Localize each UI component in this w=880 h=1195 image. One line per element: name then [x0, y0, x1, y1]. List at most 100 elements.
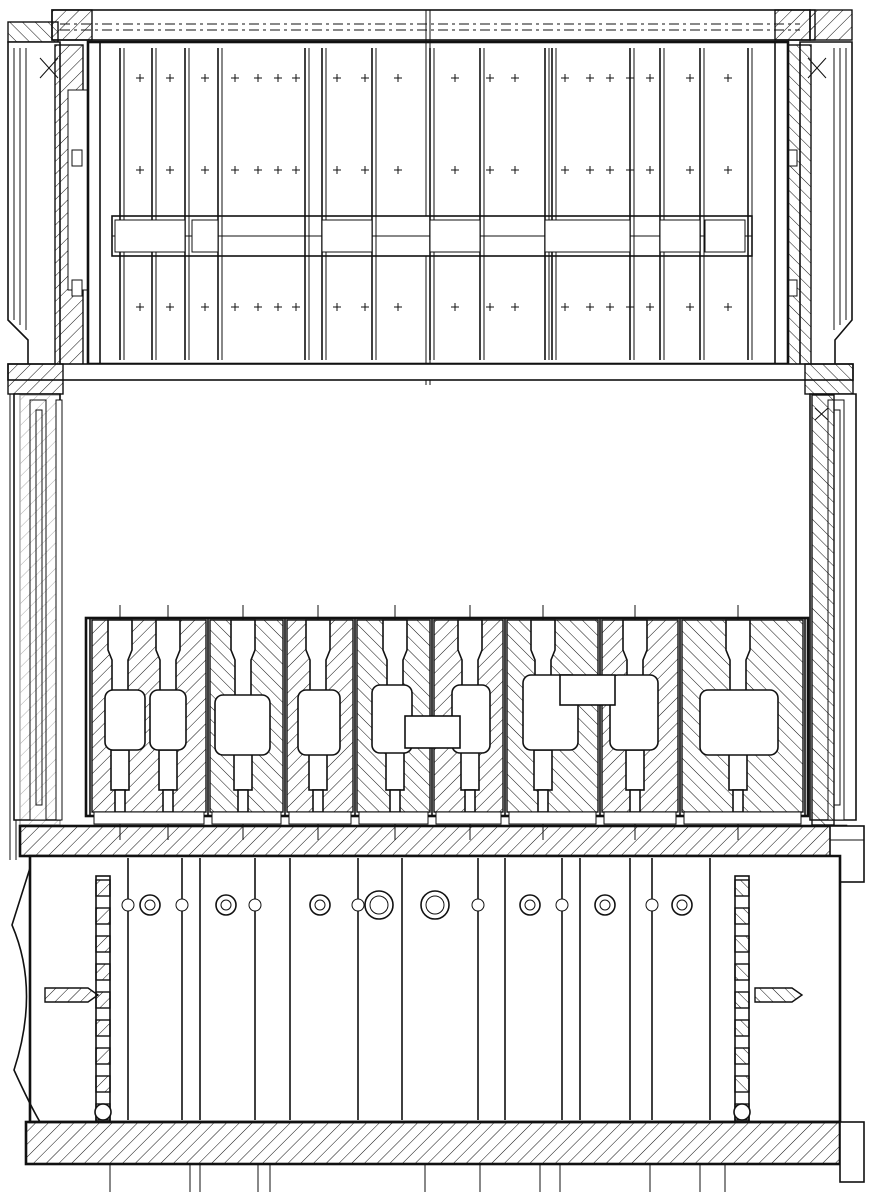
cross-mark	[166, 166, 174, 174]
upper-cross-marks	[136, 74, 732, 311]
cross-mark	[586, 303, 594, 311]
column-notch	[645, 898, 659, 912]
tie-block	[734, 1019, 750, 1037]
channel-foot	[158, 749, 178, 791]
cross-mark	[561, 74, 569, 82]
cross-mark	[586, 166, 594, 174]
cross-mark	[686, 74, 694, 82]
cross-mark	[333, 166, 341, 174]
channel-tip	[537, 789, 549, 813]
cavity-link	[404, 715, 461, 749]
cavity-base-pad	[358, 811, 429, 825]
mid-bar-segment	[659, 219, 701, 253]
cross-mark	[486, 166, 494, 174]
cross-mark	[626, 166, 634, 174]
channel-tip	[629, 789, 641, 813]
bottom-plate	[24, 1120, 865, 1192]
cross-mark	[586, 74, 594, 82]
cross-mark	[254, 166, 262, 174]
ring-inner	[314, 899, 326, 911]
cross-mark	[361, 166, 369, 174]
channel-foot	[625, 749, 645, 791]
channel-neck	[155, 619, 181, 701]
channel-tip	[114, 789, 126, 813]
cross-mark	[686, 303, 694, 311]
mid-bar-segment	[321, 219, 373, 253]
cross-mark	[394, 166, 402, 174]
tie-block	[734, 935, 750, 953]
column-notch	[351, 898, 365, 912]
corner-radius	[733, 1103, 751, 1121]
cavity-link	[559, 674, 616, 706]
tie-block	[95, 1047, 111, 1065]
tie-block	[95, 963, 111, 981]
cavity-base-pad	[508, 811, 597, 825]
tie-block	[95, 907, 111, 925]
cross-mark	[333, 303, 341, 311]
cavity-base-pad	[683, 811, 802, 825]
left-side-rail	[13, 393, 63, 826]
channel-foot	[533, 749, 553, 791]
left-outer-wall	[7, 41, 101, 376]
mid-bar-segment	[191, 219, 219, 253]
cavity-pocket	[149, 689, 187, 751]
mid-bar-segment	[114, 219, 186, 253]
cross-mark	[166, 303, 174, 311]
column-notch	[471, 898, 485, 912]
cross-mark	[626, 303, 634, 311]
channel-tip	[162, 789, 174, 813]
cross-mark	[511, 303, 519, 311]
channel-foot	[728, 749, 748, 791]
cross-mark	[606, 303, 614, 311]
channel-neck	[305, 619, 331, 701]
cavity-base-pad	[93, 811, 205, 825]
cavity-base-pad	[288, 811, 352, 825]
cross-mark	[724, 74, 732, 82]
tie-block	[95, 1075, 111, 1093]
channel-neck	[230, 619, 256, 701]
cross-mark	[201, 303, 209, 311]
channel-tip	[464, 789, 476, 813]
cross-mark	[646, 303, 654, 311]
bottom-tick-marks	[109, 1164, 726, 1192]
cross-mark	[451, 166, 459, 174]
cross-mark	[292, 303, 300, 311]
cross-mark	[486, 74, 494, 82]
tie-block	[734, 991, 750, 1009]
cross-mark	[394, 74, 402, 82]
cavity-base-pad	[603, 811, 677, 825]
cross-mark	[333, 74, 341, 82]
mid-bar-segment	[704, 219, 746, 253]
tie-block	[734, 1047, 750, 1065]
cross-mark	[561, 303, 569, 311]
channel-foot	[460, 749, 480, 791]
cross-mark	[166, 74, 174, 82]
cross-mark	[201, 74, 209, 82]
tie-block	[734, 879, 750, 897]
channel-foot	[385, 749, 405, 791]
cross-mark	[511, 74, 519, 82]
ring-inner	[425, 895, 445, 915]
right-outer-wall	[782, 41, 853, 376]
cross-mark	[231, 303, 239, 311]
cavity-row	[89, 605, 806, 840]
tie-block	[734, 963, 750, 981]
cross-mark	[274, 74, 282, 82]
ring-inner	[676, 899, 688, 911]
channel-foot	[110, 749, 130, 791]
cavity-base-pad	[211, 811, 282, 825]
cross-mark	[201, 166, 209, 174]
cross-mark	[394, 303, 402, 311]
tie-block	[95, 991, 111, 1009]
lower-slot-columns	[121, 858, 711, 1120]
cavity-base-pad	[435, 811, 502, 825]
mid-bar-segment	[429, 219, 481, 253]
cross-mark	[451, 74, 459, 82]
cross-mark	[606, 166, 614, 174]
cavity-pocket	[297, 689, 341, 756]
upper-plate	[86, 10, 790, 385]
tie-block	[95, 1019, 111, 1037]
cross-mark	[136, 74, 144, 82]
cross-mark	[274, 166, 282, 174]
right-side-rail	[809, 393, 857, 826]
